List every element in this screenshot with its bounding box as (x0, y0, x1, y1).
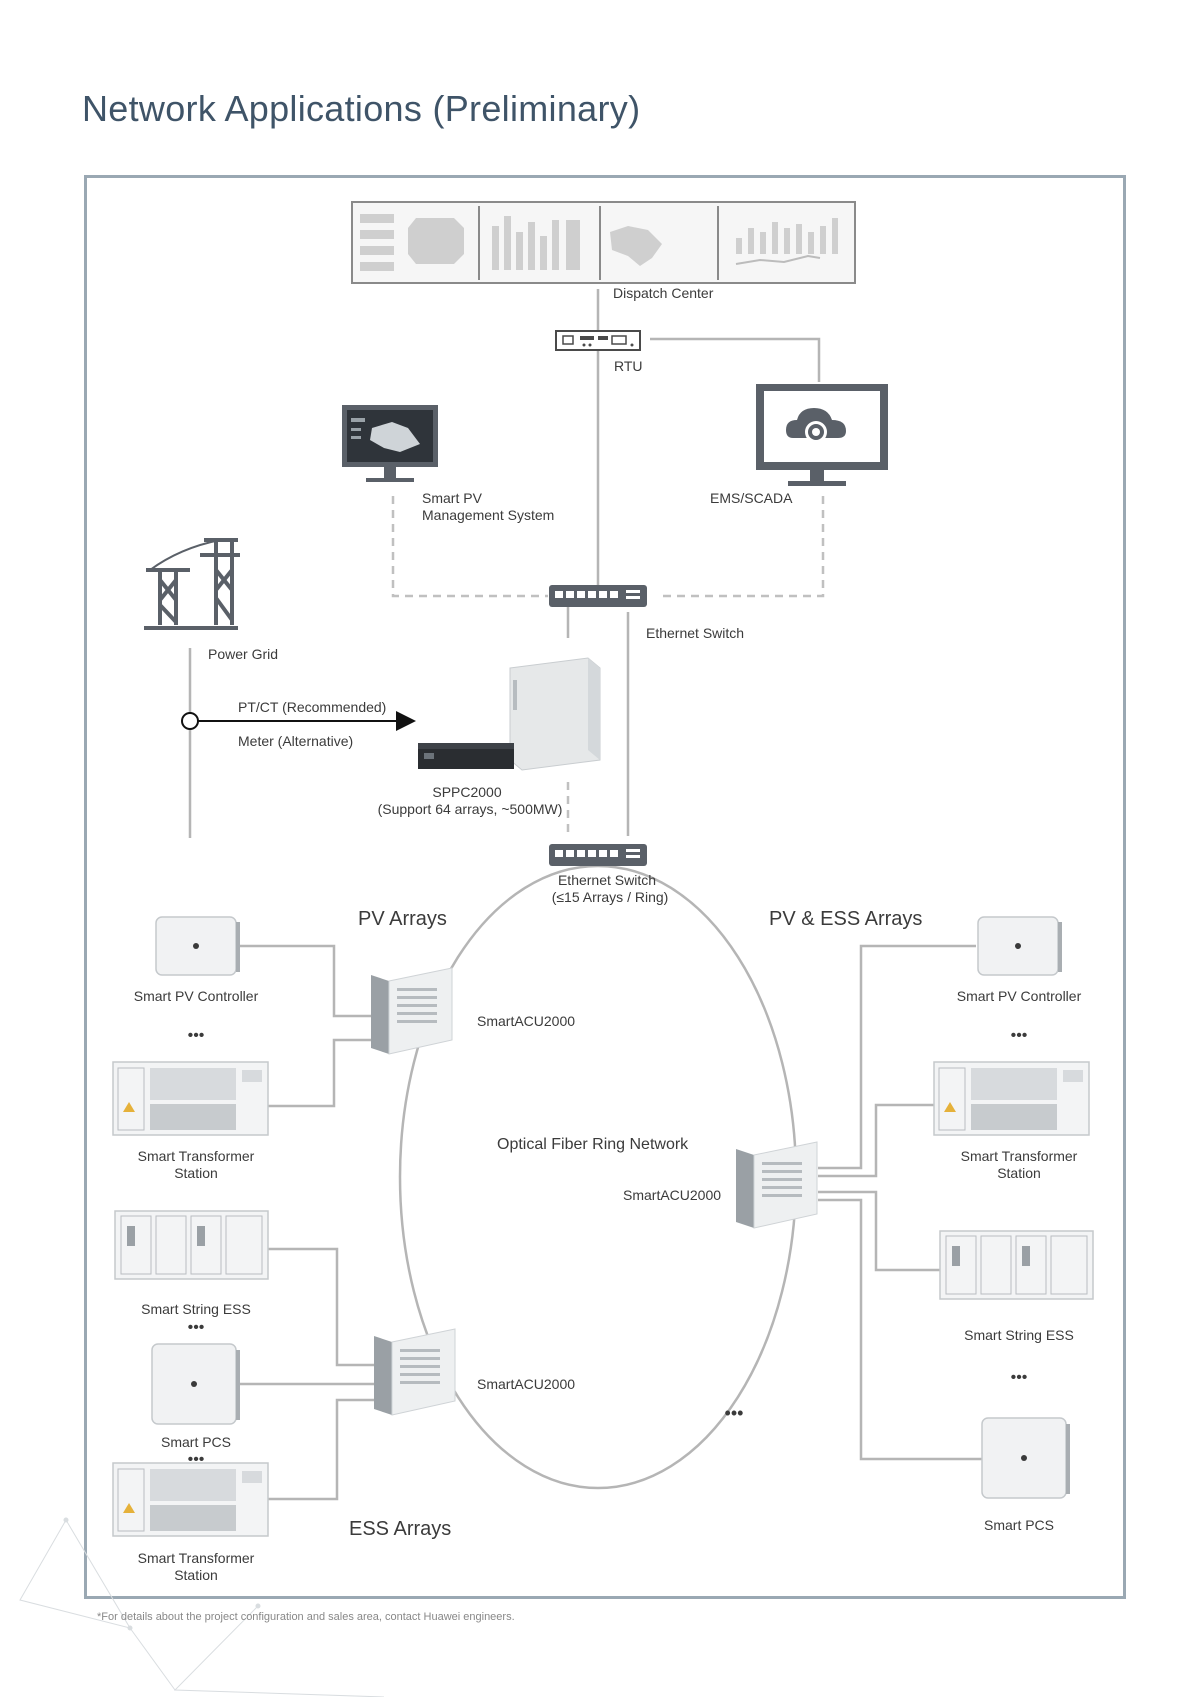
ring-ellipsis: ••• (724, 1403, 744, 1423)
sppc2000-cabinet-icon (418, 657, 601, 771)
pv-arrays-heading: PV Arrays (358, 908, 447, 930)
right-transformer-station-icon (933, 1061, 1090, 1136)
ems-scada-label: EMS/SCADA (710, 490, 793, 506)
left-smart-pcs-label: Smart PCS (160, 1434, 232, 1450)
ethernet-switch-ring-label-line1: Ethernet Switch (557, 872, 657, 888)
power-grid-label: Power Grid (208, 646, 279, 662)
dispatch-center-screen-icon (351, 201, 856, 284)
pv-ess-arrays-heading: PV & ESS Arrays (769, 908, 923, 930)
diagram-frame (84, 175, 1126, 1599)
ess-arrays-heading: ESS Arrays (349, 1518, 452, 1540)
ethernet-switch-top-label: Ethernet Switch (646, 625, 745, 641)
right-smart-pcs-label: Smart PCS (983, 1517, 1055, 1533)
right-smart-string-ess-icon (939, 1230, 1094, 1300)
rtu-icon (555, 330, 641, 351)
smartacu2000-pv-ess-arrays-icon (736, 1141, 818, 1229)
right-smart-pcs-icon (981, 1417, 1070, 1499)
right-smart-string-ess-label: Smart String ESS (964, 1327, 1074, 1343)
left-smart-string-ess-label: Smart String ESS (141, 1301, 251, 1317)
left-smart-string-ess-icon (114, 1210, 269, 1280)
left-transformer-2-label-line2: Station (174, 1567, 218, 1583)
footnote: *For details about the project configura… (97, 1611, 515, 1623)
left-ellipsis-3: ••• (187, 1451, 205, 1468)
smartacu2000-pv-arrays-label: SmartACU2000 (477, 1013, 576, 1029)
right-ellipsis-1: ••• (1010, 1027, 1028, 1044)
right-ellipsis-2: ••• (1010, 1369, 1028, 1386)
dashed-connection-lines (391, 496, 825, 836)
smartacu2000-ess-arrays-label: SmartACU2000 (477, 1376, 576, 1392)
left-smart-pv-controller-label: Smart PV Controller (133, 988, 259, 1004)
left-smart-pv-controller-icon (155, 916, 240, 976)
left-ellipsis-2: ••• (187, 1319, 205, 1336)
smartacu2000-ess-arrays-icon (374, 1328, 456, 1416)
smartacu2000-pv-ess-arrays-label: SmartACU2000 (623, 1187, 722, 1203)
left-ellipsis-1: ••• (187, 1027, 205, 1044)
optical-ring-label: Optical Fiber Ring Network (497, 1136, 689, 1153)
right-smart-pv-controller-label: Smart PV Controller (956, 988, 1082, 1004)
sppc2000-label-line2: (Support 64 arrays, ~500MW) (377, 801, 563, 817)
smart-pv-mgmt-label-line2: Management System (422, 507, 555, 523)
decorative-lines (19, 1517, 385, 1697)
dispatch-center-label: Dispatch Center (613, 285, 714, 301)
power-grid-tower-icon (144, 538, 240, 630)
left-transformer-station-1-icon (112, 1061, 269, 1136)
ptct-label: PT/CT (Recommended) (238, 699, 387, 715)
ethernet-switch-ring-label-line2: (≤15 Arrays / Ring) (551, 889, 669, 905)
smart-pv-mgmt-label-line1: Smart PV (422, 490, 482, 506)
meter-label: Meter (Alternative) (238, 733, 354, 749)
left-transformer-1-label-line2: Station (174, 1165, 218, 1181)
sppc2000-label-line1: SPPC2000 (432, 784, 502, 800)
right-transformer-label-line2: Station (997, 1165, 1041, 1181)
right-transformer-label-line1: Smart Transformer (960, 1148, 1078, 1164)
left-transformer-2-label-line1: Smart Transformer (137, 1550, 255, 1566)
left-transformer-station-2-icon (112, 1462, 269, 1537)
page-title: Network Applications (Preliminary) (82, 88, 641, 129)
right-smart-pv-controller-icon (977, 916, 1062, 976)
ethernet-switch-top-icon (549, 585, 647, 607)
ems-scada-monitor-icon (756, 384, 888, 486)
smart-pv-management-monitor-icon (342, 405, 438, 482)
rtu-label: RTU (614, 358, 643, 374)
left-transformer-1-label-line1: Smart Transformer (137, 1148, 255, 1164)
pt-ct-meter-arrow (181, 711, 416, 731)
ethernet-switch-ring-icon (549, 844, 647, 866)
left-smart-pcs-icon (151, 1343, 240, 1425)
smartacu2000-pv-arrays-icon (371, 967, 453, 1055)
